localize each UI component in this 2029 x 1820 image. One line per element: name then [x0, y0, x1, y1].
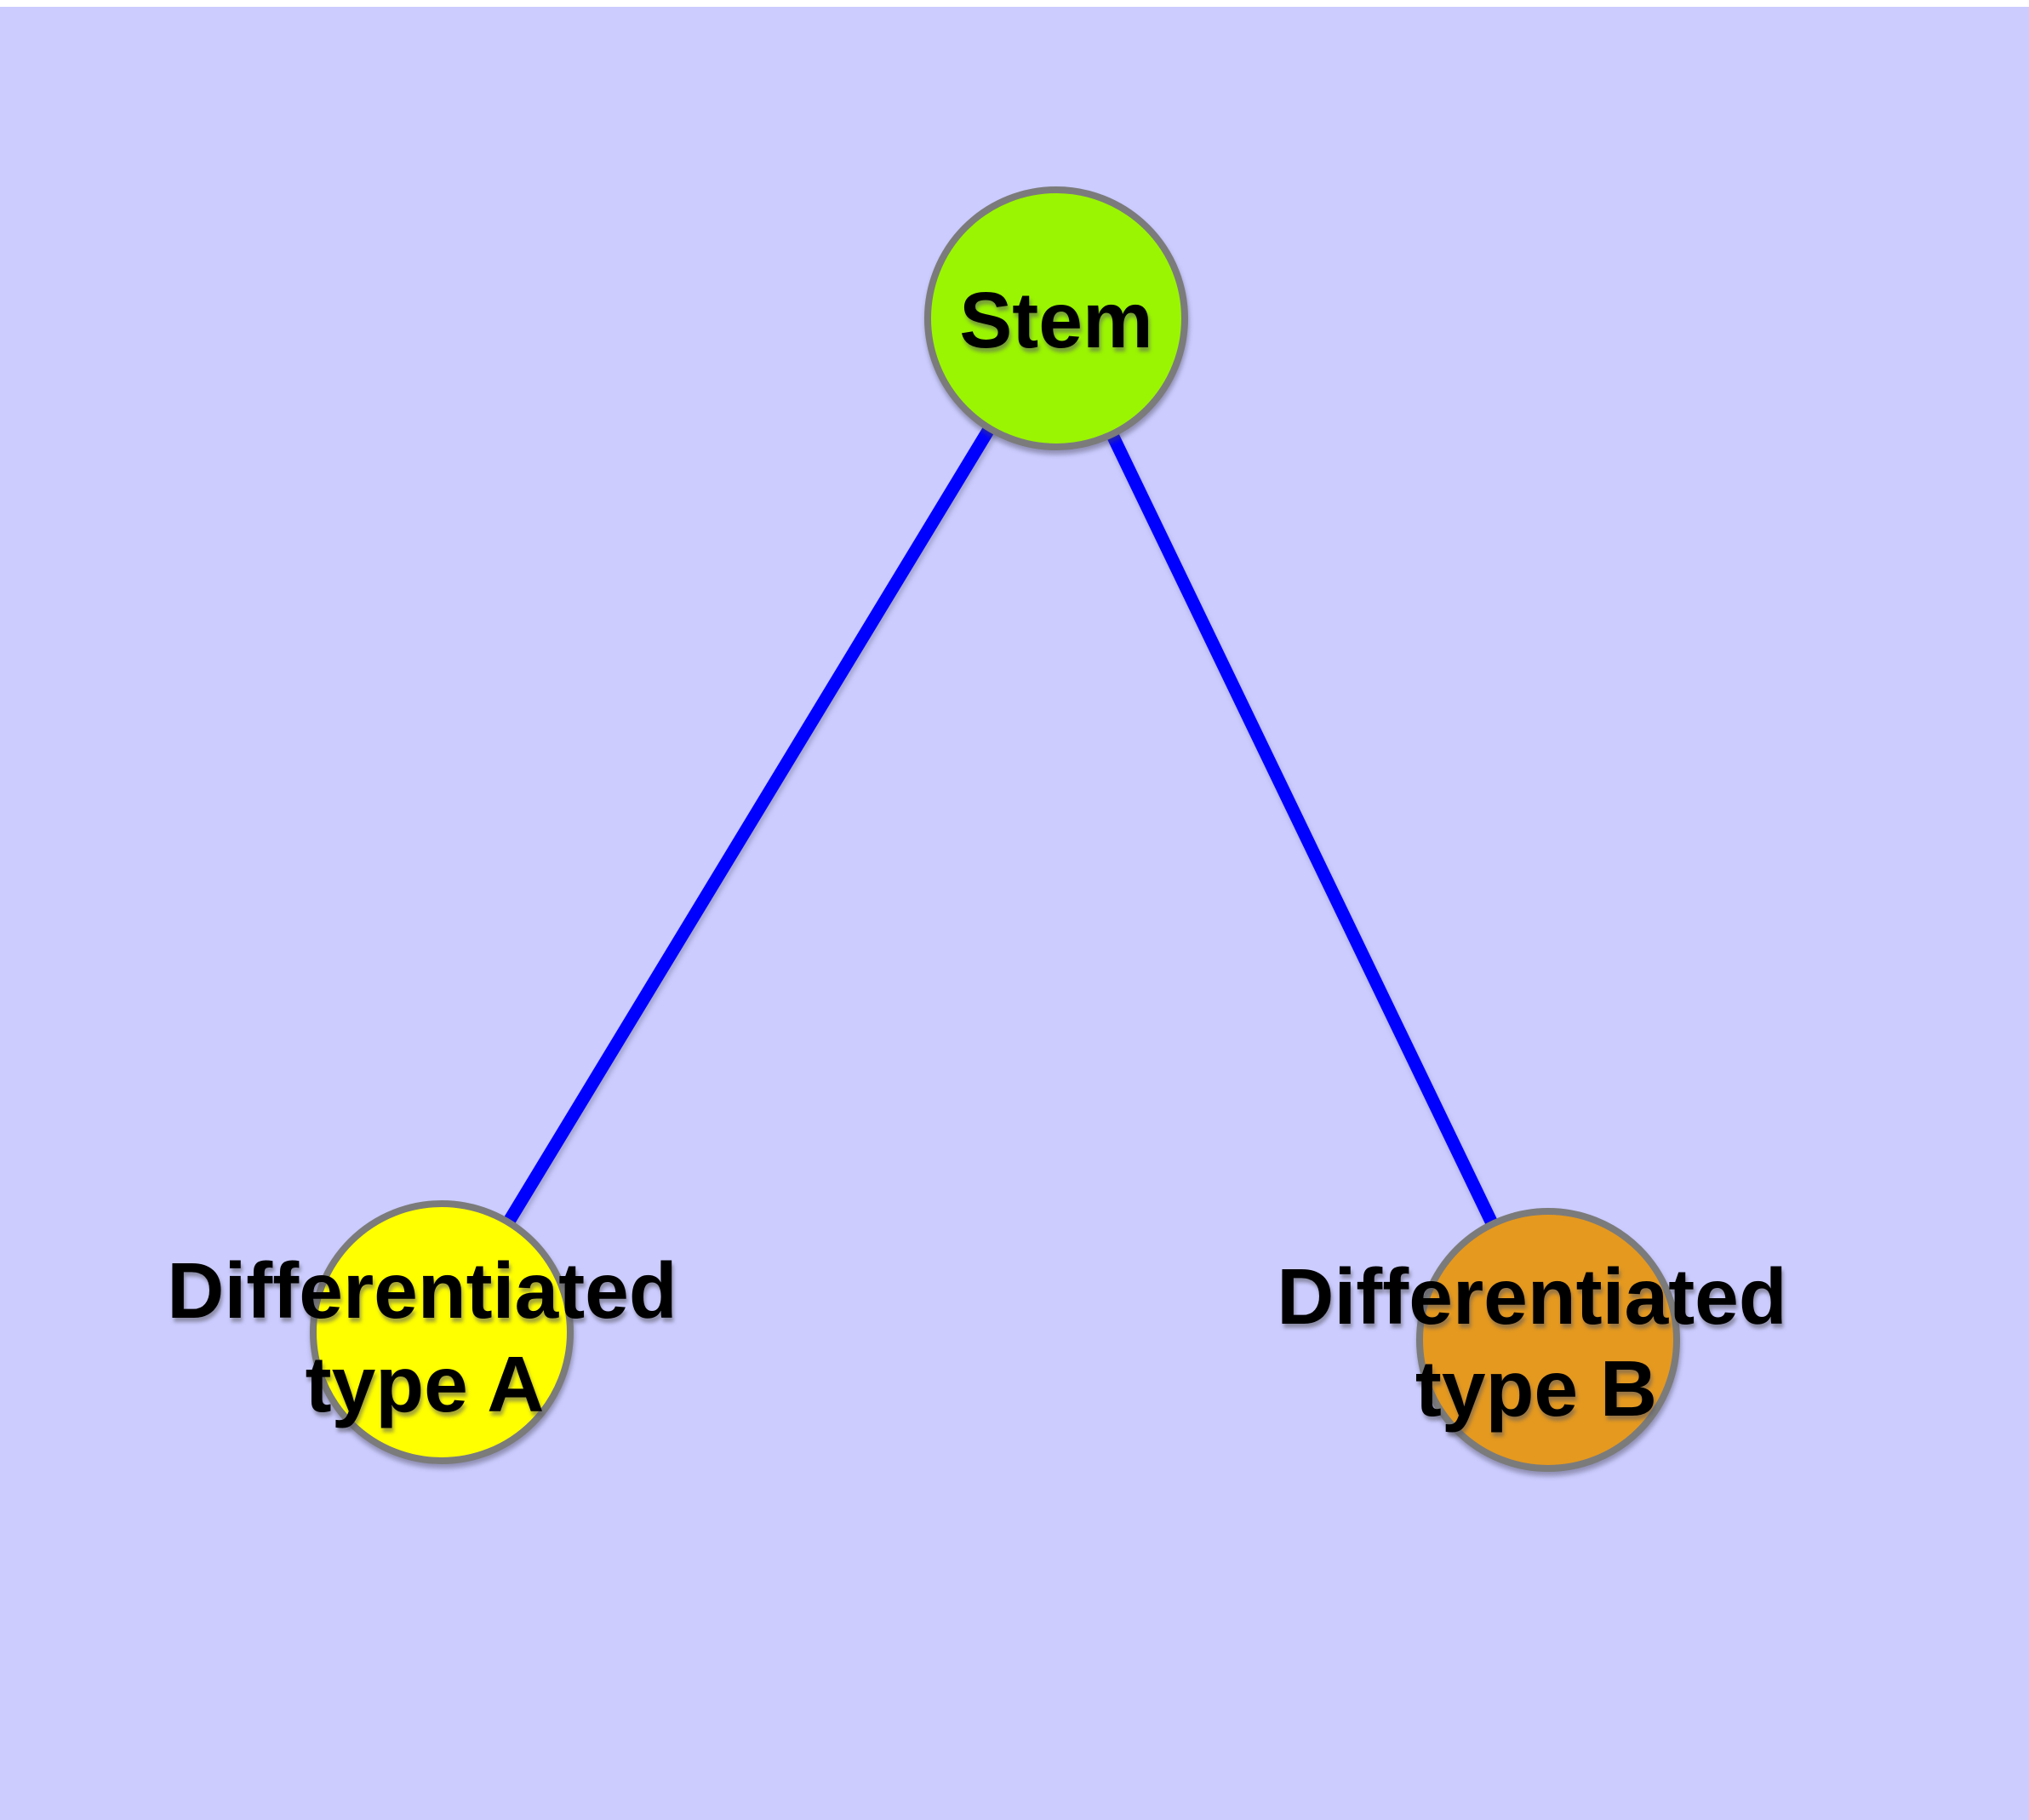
- node-type-a-label-line2: type A: [306, 1340, 545, 1428]
- node-stem: [924, 186, 1188, 450]
- node-type-b-label-line1: Differentiated: [1277, 1252, 1786, 1341]
- node-differentiated-type-a: [310, 1200, 574, 1464]
- edge-stem-to-type-a: [436, 315, 1062, 1336]
- top-white-strip: [0, 0, 2029, 7]
- node-type-b-label-line2: type B: [1415, 1344, 1657, 1433]
- node-type-a-label-line1: Differentiated: [167, 1246, 677, 1335]
- edge-stem-to-type-b: [1050, 315, 1554, 1343]
- node-stem-label: Stem: [959, 276, 1152, 364]
- node-differentiated-type-b: [1416, 1208, 1680, 1472]
